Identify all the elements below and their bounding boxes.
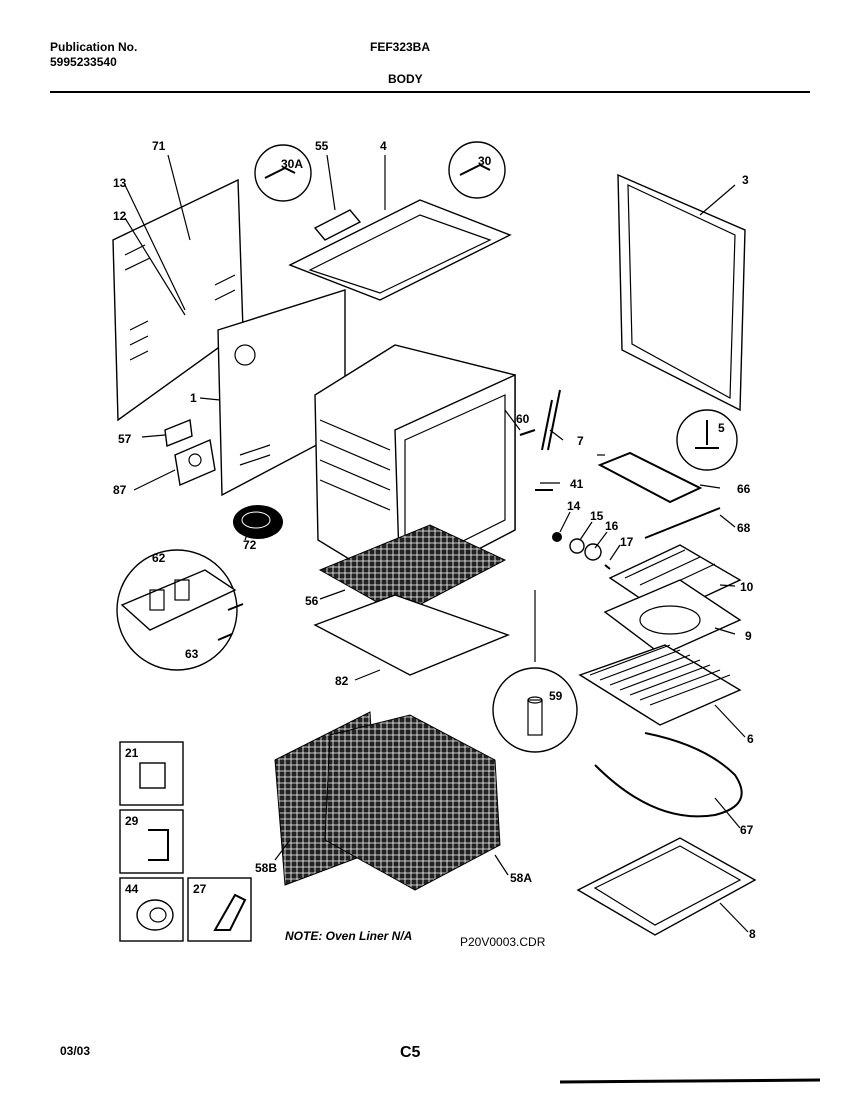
header-rule: [50, 91, 810, 93]
oven-liner-note: NOTE: Oven Liner N/A: [285, 929, 412, 943]
callout-7: 7: [577, 434, 584, 448]
footer-date: 03/03: [60, 1044, 91, 1058]
callout-16: 16: [605, 519, 619, 533]
oven-bottom-8: [576, 837, 757, 936]
page-number: C5: [400, 1044, 421, 1061]
part-17: [604, 564, 611, 570]
callout-57: 57: [118, 432, 132, 446]
detail-box-44: [119, 877, 184, 942]
element-66: [597, 451, 703, 504]
detail-62-63: [116, 549, 244, 671]
callout-17: 17: [620, 535, 634, 549]
oven-rack-6: [578, 644, 742, 726]
callout-60: 60: [516, 412, 530, 426]
callout-58b: 58B: [255, 861, 277, 875]
leader-lines: [124, 154, 749, 933]
callout-29: 29: [125, 814, 139, 828]
detail-59: [492, 667, 578, 753]
callout-10: 10: [740, 580, 754, 594]
side-panel-1: [217, 289, 346, 497]
detail-box-27: [187, 877, 252, 942]
insulation-58a: [324, 714, 501, 891]
callout-72: 72: [243, 538, 257, 552]
bottom-plate-82: [313, 594, 510, 676]
callout-41: 41: [570, 477, 584, 491]
callout-67: 67: [740, 823, 754, 837]
callout-13: 13: [113, 176, 127, 190]
callout-3: 3: [742, 173, 749, 187]
callout-59: 59: [549, 689, 563, 703]
callout-30a: 30A: [281, 157, 303, 171]
publication-label: Publication No.: [50, 40, 138, 54]
detail-box-29: [119, 809, 184, 874]
detail-30a: [254, 144, 312, 202]
terminal-block-87: [174, 439, 216, 486]
callout-82: 82: [335, 674, 349, 688]
callout-71: 71: [152, 139, 166, 153]
detail-30: [448, 141, 506, 199]
part-60: [519, 429, 536, 436]
bottom-insulation-56: [318, 524, 507, 616]
rear-panel-71: [112, 178, 244, 422]
callout-5: 5: [718, 421, 725, 435]
callout-68: 68: [737, 521, 751, 535]
insulation-roll-72: [233, 505, 283, 539]
part-16: [584, 543, 602, 561]
scan-edge-mark: [559, 1078, 821, 1084]
callout-55: 55: [315, 139, 329, 153]
part-14: [552, 532, 562, 542]
callout-62: 62: [152, 551, 166, 565]
callout-4: 4: [380, 139, 387, 153]
publication-number: 5995233540: [50, 55, 117, 69]
callout-9: 9: [745, 629, 752, 643]
callout-21: 21: [125, 746, 139, 760]
callout-56: 56: [305, 594, 319, 608]
leveling-leg-5: [676, 409, 738, 471]
part-57: [164, 419, 193, 447]
callout-44: 44: [125, 882, 139, 896]
callout-30: 30: [478, 154, 492, 168]
callout-14: 14: [567, 499, 581, 513]
callout-1: 1: [190, 391, 197, 405]
callout-27: 27: [193, 882, 207, 896]
element-7: [541, 389, 561, 451]
top-frame-4: [288, 199, 512, 301]
side-panel-3: [617, 173, 746, 412]
callout-58a: 58A: [510, 871, 532, 885]
callout-labels: 71 13 12 55 30A 4 30 3 1 57 87 72 62 63 …: [113, 139, 756, 941]
bracket-55: [313, 209, 362, 241]
model-number: FEF323BA: [370, 40, 431, 54]
callout-6: 6: [747, 732, 754, 746]
callout-8: 8: [749, 927, 756, 941]
callout-63: 63: [185, 647, 199, 661]
callout-66: 66: [737, 482, 751, 496]
broil-pan-9: [603, 579, 742, 656]
callout-15: 15: [590, 509, 604, 523]
callout-12: 12: [113, 209, 127, 223]
sensor-67: [594, 732, 743, 818]
drawing-filename: P20V0003.CDR: [460, 935, 546, 949]
callout-87: 87: [113, 483, 127, 497]
detail-box-21: [119, 741, 184, 806]
part-15: [569, 538, 585, 554]
section-title: BODY: [388, 72, 423, 86]
part-68: [644, 507, 721, 539]
